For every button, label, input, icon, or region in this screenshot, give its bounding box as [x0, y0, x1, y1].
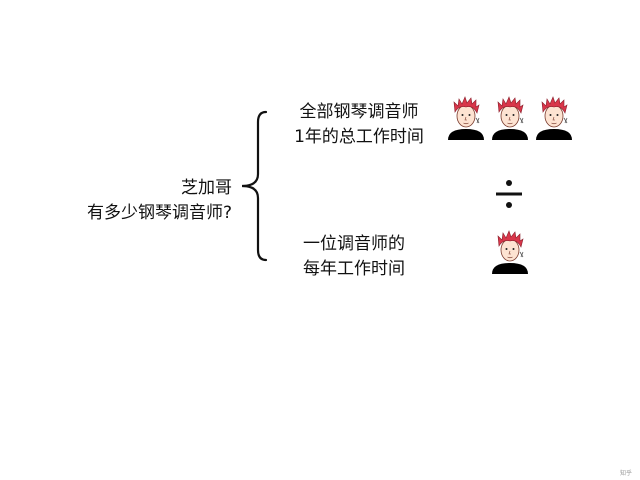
watermark: 知乎	[620, 470, 633, 477]
tuner-avatar-icon	[447, 96, 485, 141]
question-line-1: 芝加哥	[181, 178, 232, 198]
numerator-label: 全部钢琴调音师 1年的总工作时间	[284, 100, 434, 150]
denominator-label: 一位调音师的 每年工作时间	[284, 232, 424, 282]
tuner-avatar-icon	[491, 96, 529, 141]
divide-icon	[496, 180, 522, 208]
denominator-line-1: 一位调音师的	[303, 234, 405, 254]
denominator-line-2: 每年工作时间	[303, 259, 405, 279]
curly-brace	[241, 110, 268, 262]
tuner-avatar-icon	[535, 96, 573, 141]
tuner-avatar-icon	[491, 230, 529, 275]
question-line-2: 有多少钢琴调音师?	[86, 203, 232, 223]
numerator-line-1: 全部钢琴调音师	[299, 102, 419, 122]
main-question: 芝加哥 有多少钢琴调音师?	[40, 176, 232, 226]
numerator-line-2: 1年的总工作时间	[294, 127, 424, 147]
